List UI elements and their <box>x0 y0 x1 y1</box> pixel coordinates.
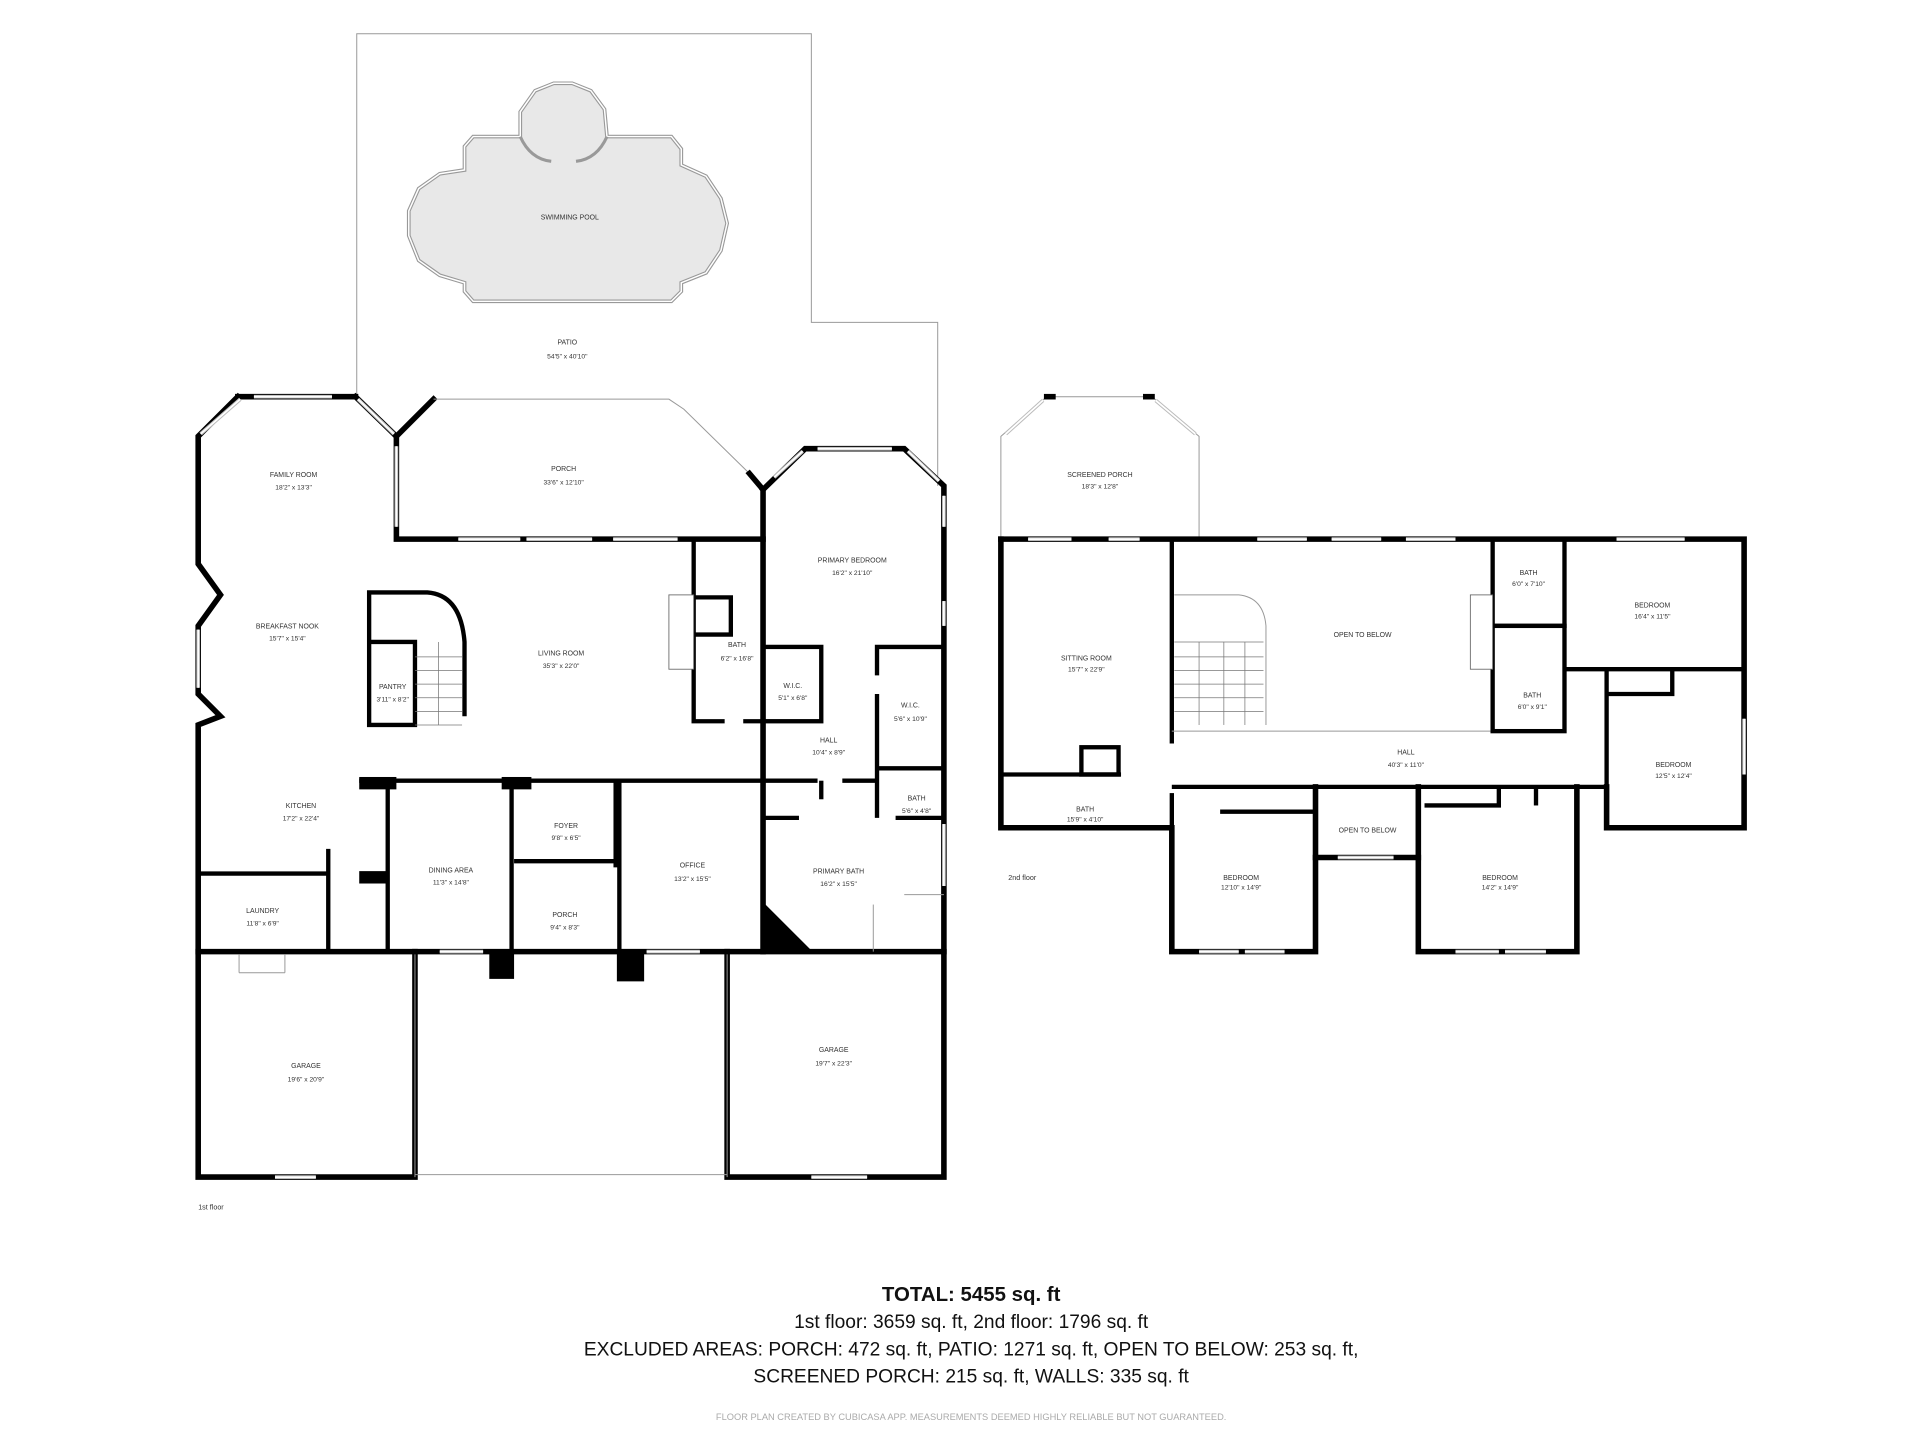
room-dims: 9'4" x 8'3" <box>550 924 580 931</box>
room-dims: 3'11" x 8'2" <box>376 696 409 703</box>
room-dims: 6'0" x 9'1" <box>1518 704 1548 711</box>
room-dims: 18'2" x 13'3" <box>275 485 312 492</box>
room-name: OPEN TO BELOW <box>1334 632 1392 639</box>
fireplace-icon <box>1469 594 1494 670</box>
area-summary: TOTAL: 5455 sq. ft 1st floor: 3659 sq. f… <box>584 1284 1359 1422</box>
room-dims: 12'5" x 12'4" <box>1655 773 1692 780</box>
room-dims: 11'8" x 6'9" <box>246 921 279 928</box>
room-name: BREAKFAST NOOK <box>256 623 319 630</box>
room-name: BEDROOM <box>1635 602 1671 609</box>
floor-label: 1st floor <box>198 1203 224 1211</box>
room-dims: 19'6" x 20'9" <box>288 1077 325 1084</box>
room-name: GARAGE <box>819 1047 849 1054</box>
room-name: LAUNDRY <box>246 908 279 915</box>
swimming-pool <box>406 81 730 304</box>
room-name: PORCH <box>552 912 577 919</box>
room-dims: 19'7" x 22'3" <box>815 1061 852 1068</box>
room-dims: 5'6" x 10'9" <box>894 716 928 723</box>
room-dims: 33'6" x 12'10" <box>543 480 584 487</box>
room-dims: 13'2" x 15'5" <box>674 876 711 883</box>
room-name: BEDROOM <box>1482 875 1518 882</box>
room-name: DINING AREA <box>429 867 474 874</box>
patio-area: SWIMMING POOL PATIO 54'5" x 40'10" <box>356 33 939 486</box>
first-floor-walls <box>195 392 947 1180</box>
room-dims: 35'3" x 22'0" <box>543 663 580 670</box>
room-name: W.I.C. <box>901 703 920 710</box>
room-name: BEDROOM <box>1656 762 1692 769</box>
room-dims: 18'3" x 12'8" <box>1082 483 1119 490</box>
room-dims: 15'7" x 15'4" <box>269 636 306 643</box>
room-dims: 16'2" x 15'5" <box>820 881 857 888</box>
room-dims: 17'2" x 22'4" <box>283 815 320 822</box>
second-floor-labels: SCREENED PORCH 18'3" x 12'8" SITTING ROO… <box>1008 472 1692 891</box>
room-name: OPEN TO BELOW <box>1339 828 1397 835</box>
disclaimer: FLOOR PLAN CREATED BY CUBICASA APP. MEAS… <box>716 1412 1226 1422</box>
floor-label: 2nd floor <box>1008 874 1037 882</box>
room-name: GARAGE <box>291 1063 321 1070</box>
room-dims: 10'4" x 8'9" <box>812 750 846 757</box>
patio-dims: 54'5" x 40'10" <box>547 353 588 360</box>
room-dims: 15'7" x 22'9" <box>1068 667 1105 674</box>
second-floor-walls <box>998 393 1747 955</box>
patio-label: PATIO <box>557 340 577 347</box>
staircase <box>1174 641 1264 725</box>
pool-label: SWIMMING POOL <box>541 215 599 222</box>
room-name: SCREENED PORCH <box>1067 472 1132 479</box>
room-name: PRIMARY BEDROOM <box>818 558 887 565</box>
room-name: W.I.C. <box>783 683 802 690</box>
room-name: PORCH <box>551 466 576 473</box>
room-dims: 16'2" x 21'10" <box>832 570 873 577</box>
staircase <box>414 641 463 726</box>
room-dims: 14'2" x 14'9" <box>1482 885 1519 892</box>
room-name: PRIMARY BATH <box>813 869 864 876</box>
room-name: HALL <box>1397 750 1414 757</box>
room-dims: 11'3" x 14'8" <box>433 880 470 887</box>
room-name: BATH <box>908 796 926 803</box>
room-name: FAMILY ROOM <box>270 472 318 479</box>
room-dims: 6'2" x 16'8" <box>721 656 755 663</box>
room-dims: 40'3" x 11'0" <box>1388 762 1425 769</box>
excluded-areas-cont: SCREENED PORCH: 215 sq. ft, WALLS: 335 s… <box>753 1367 1189 1388</box>
room-dims: 12'10" x 14'9" <box>1221 885 1262 892</box>
room-name: LIVING ROOM <box>538 651 584 658</box>
room-name: HALL <box>820 737 837 744</box>
room-dims: 9'8" x 6'5" <box>552 835 582 842</box>
room-name: KITCHEN <box>286 803 316 810</box>
room-name: BATH <box>1076 807 1094 814</box>
total-area: TOTAL: 5455 sq. ft <box>882 1284 1061 1306</box>
floor-areas: 1st floor: 3659 sq. ft, 2nd floor: 1796 … <box>794 1312 1149 1333</box>
room-name: SITTING ROOM <box>1061 656 1112 663</box>
room-name: BEDROOM <box>1223 875 1259 882</box>
room-name: BATH <box>1523 693 1541 700</box>
room-name: BATH <box>1520 570 1538 577</box>
room-dims: 6'0" x 7'10" <box>1512 581 1546 588</box>
first-floor-labels: FAMILY ROOM 18'2" x 13'3" PORCH 33'6" x … <box>198 466 932 1211</box>
room-name: OFFICE <box>680 862 706 869</box>
room-dims: 15'9" x 4'10" <box>1067 817 1104 824</box>
room-dims: 5'1" x 6'8" <box>778 695 808 702</box>
room-dims: 5'6" x 4'8" <box>902 808 932 815</box>
room-name: BATH <box>728 642 746 649</box>
room-dims: 16'4" x 11'5" <box>1634 613 1671 620</box>
room-name: FOYER <box>554 823 578 830</box>
room-name: PANTRY <box>379 684 407 691</box>
excluded-areas: EXCLUDED AREAS: PORCH: 472 sq. ft, PATIO… <box>584 1339 1359 1360</box>
fireplace-icon <box>668 594 695 670</box>
